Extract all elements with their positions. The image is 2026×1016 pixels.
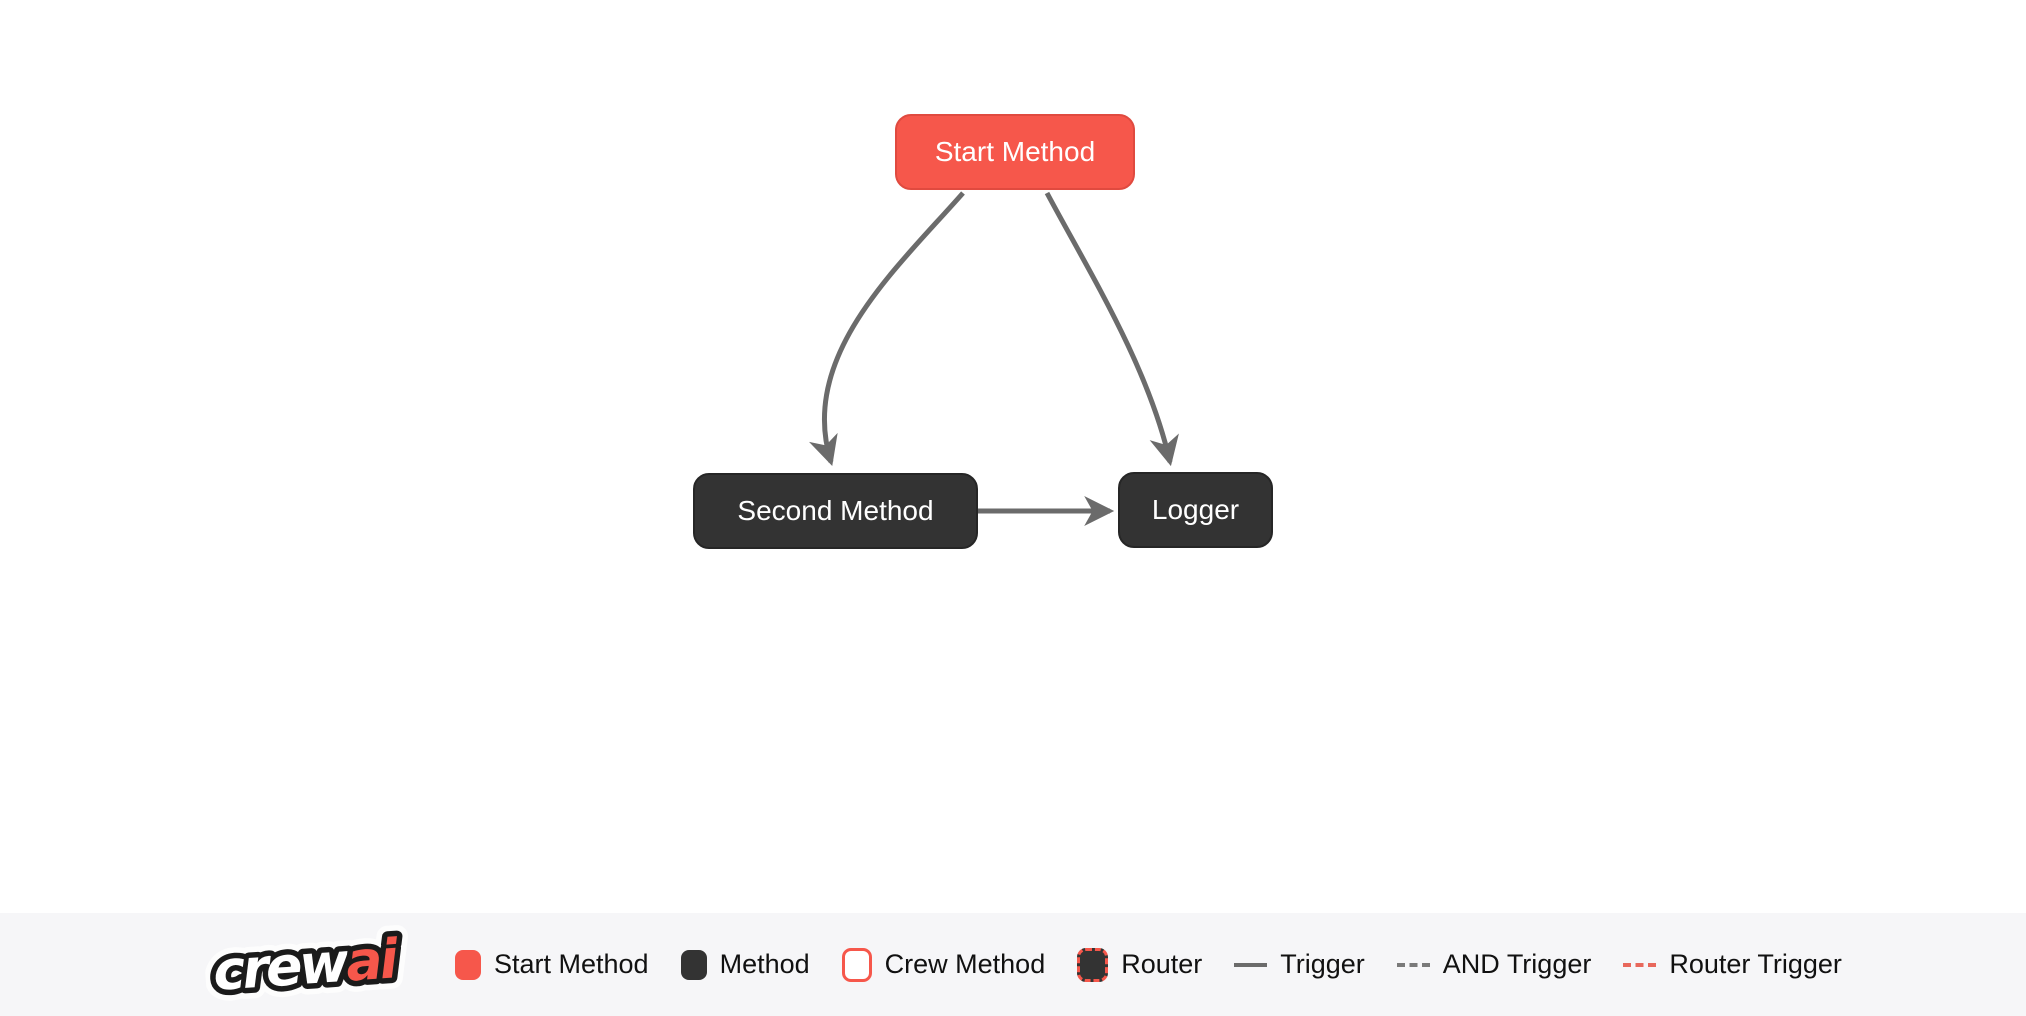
logo-text: crewai	[211, 927, 402, 1003]
router-trigger-line-swatch	[1623, 962, 1657, 967]
router-swatch	[1077, 947, 1109, 982]
node-start-method[interactable]: Start Method	[895, 114, 1135, 190]
legend-item-router: Router	[1077, 947, 1203, 982]
edge-start-to-second	[809, 191, 965, 467]
node-second-method[interactable]: Second Method	[693, 473, 978, 549]
method-swatch	[680, 949, 707, 980]
legend-bar: crewai crewai Start Method Method Crew M…	[0, 913, 2026, 1016]
crew-method-swatch	[841, 947, 872, 982]
legend-item-trigger: Trigger	[1234, 949, 1365, 980]
start-method-swatch	[455, 949, 481, 980]
and-trigger-line-swatch	[1396, 962, 1430, 967]
legend-label: Crew Method	[884, 949, 1046, 979]
legend-item-router-trigger: Router Trigger	[1623, 949, 1842, 980]
trigger-line-swatch	[1234, 962, 1268, 967]
legend-label: AND Trigger	[1442, 949, 1592, 979]
legend-label: Router Trigger	[1669, 949, 1842, 979]
legend-label: Router	[1121, 949, 1203, 979]
crewai-logo: crewai crewai	[202, 917, 412, 1012]
legend-item-crew-method: Crew Method	[841, 947, 1046, 982]
legend-label: Trigger	[1280, 949, 1365, 979]
node-logger[interactable]: Logger	[1118, 472, 1273, 548]
legend-item-method: Method	[680, 949, 810, 980]
legend-label: Start Method	[494, 949, 649, 979]
legend-item-start-method: Start Method	[455, 949, 649, 980]
legend-label: Method	[719, 949, 810, 979]
edge-start-to-logger	[1044, 191, 1179, 467]
legend-item-and-trigger: AND Trigger	[1396, 949, 1592, 980]
